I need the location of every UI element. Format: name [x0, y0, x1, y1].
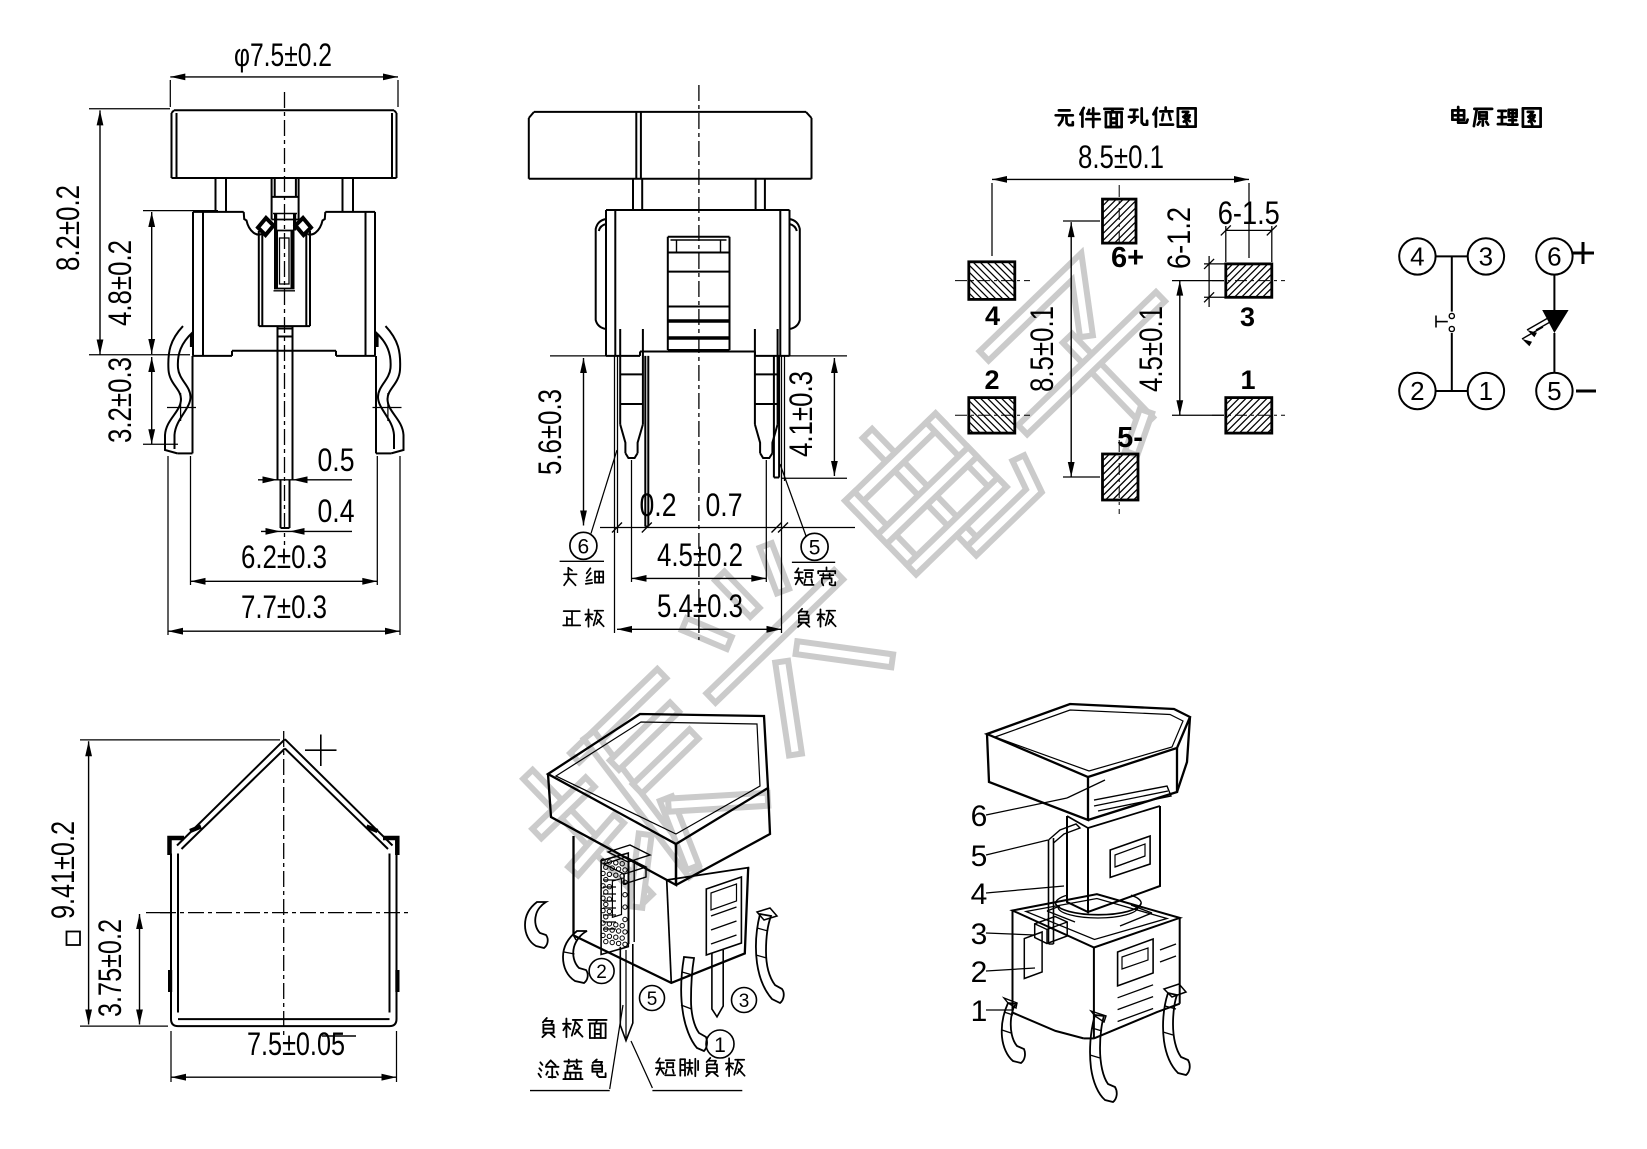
- svg-text:2: 2: [1410, 376, 1424, 406]
- svg-text:2: 2: [971, 956, 988, 989]
- svg-text:4: 4: [1410, 241, 1424, 271]
- svg-text:5.6±0.3: 5.6±0.3: [532, 389, 568, 475]
- svg-text:φ7.5±0.2: φ7.5±0.2: [234, 37, 332, 73]
- svg-text:5: 5: [971, 840, 988, 873]
- svg-text:6: 6: [578, 536, 590, 559]
- svg-text:6: 6: [1547, 241, 1561, 271]
- svg-text:8.2±0.2: 8.2±0.2: [50, 185, 86, 271]
- svg-text:9.41±0.2: 9.41±0.2: [45, 821, 81, 919]
- svg-text:4.5±0.1: 4.5±0.1: [1133, 306, 1169, 392]
- svg-text:6.2±0.3: 6.2±0.3: [241, 539, 327, 575]
- svg-text:5.4±0.3: 5.4±0.3: [657, 588, 743, 624]
- svg-text:8.5±0.1: 8.5±0.1: [1078, 139, 1164, 175]
- svg-text:5: 5: [1547, 376, 1561, 406]
- svg-text:6: 6: [971, 800, 988, 833]
- svg-text:4.8±0.2: 4.8±0.2: [102, 240, 138, 326]
- svg-text:3: 3: [739, 991, 750, 1012]
- svg-text:2: 2: [596, 962, 607, 983]
- svg-text:5-: 5-: [1117, 422, 1143, 454]
- svg-text:3: 3: [1240, 302, 1255, 332]
- svg-text:8.5±0.1: 8.5±0.1: [1024, 306, 1060, 392]
- svg-text:5: 5: [809, 537, 821, 560]
- svg-text:4.1±0.3: 4.1±0.3: [783, 371, 819, 457]
- svg-text:0.4: 0.4: [318, 493, 355, 529]
- svg-text:1: 1: [1240, 365, 1255, 395]
- svg-text:5: 5: [647, 989, 658, 1010]
- svg-text:4.5±0.2: 4.5±0.2: [657, 537, 743, 573]
- svg-text:6-1.2: 6-1.2: [1161, 207, 1197, 269]
- svg-text:6+: 6+: [1111, 242, 1144, 274]
- svg-text:4: 4: [971, 878, 988, 911]
- svg-text:2: 2: [984, 365, 999, 395]
- svg-text:1: 1: [714, 1034, 726, 1057]
- svg-text:6-1.5: 6-1.5: [1218, 195, 1280, 231]
- svg-text:7.7±0.3: 7.7±0.3: [241, 589, 327, 625]
- svg-text:3: 3: [1479, 241, 1493, 271]
- svg-text:0.5: 0.5: [318, 442, 355, 478]
- svg-text:3.2±0.3: 3.2±0.3: [102, 357, 138, 443]
- svg-text:1: 1: [971, 995, 988, 1028]
- svg-text:0.7: 0.7: [706, 487, 743, 523]
- svg-text:1: 1: [1479, 376, 1493, 406]
- svg-text:4: 4: [985, 301, 1000, 331]
- svg-text:3: 3: [971, 918, 988, 951]
- svg-text:7.5±0.05: 7.5±0.05: [247, 1026, 345, 1062]
- svg-text:0.2: 0.2: [640, 487, 677, 523]
- svg-text:3.75±0.2: 3.75±0.2: [92, 919, 128, 1017]
